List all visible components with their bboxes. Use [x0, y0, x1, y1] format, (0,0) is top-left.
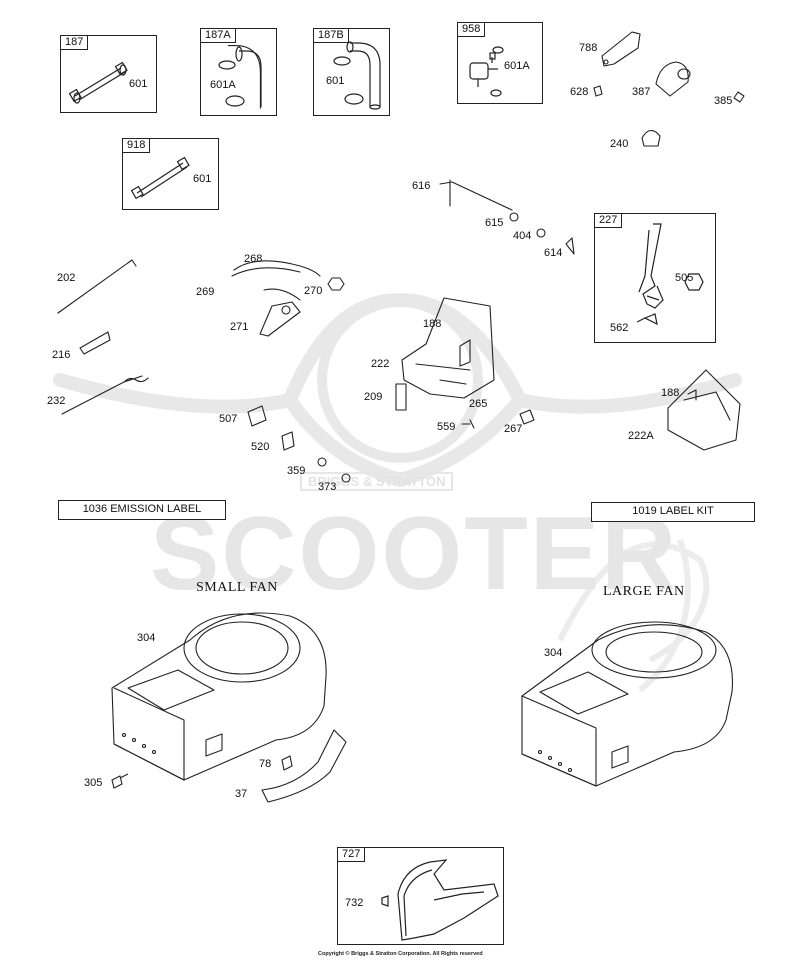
shaft-616-shape: [439, 179, 513, 211]
part-number-label: 562: [610, 322, 629, 334]
part-number-label: 305: [84, 777, 103, 789]
watermark-brand-text: SCOOTER: [150, 496, 679, 612]
part-number-label: 520: [251, 441, 270, 453]
part-number-label: 601: [193, 173, 212, 185]
part-number-label: 616: [412, 180, 431, 192]
part-number-label: 271: [230, 321, 249, 333]
copyright-notice: Copyright © Briggs & Stratton Corporatio…: [318, 951, 483, 957]
hose-clamp-drawing: [68, 61, 128, 104]
part-number-label: 601A: [210, 79, 236, 91]
kit-box-727: 727 732: [337, 847, 504, 945]
kit-box-958: 958 601A: [457, 22, 543, 104]
air-guide-37-shape: [261, 729, 347, 803]
hose-clamp-drawing: [130, 156, 190, 200]
kit-box-tag: 187B: [313, 28, 349, 43]
bracket-222a-shape: [667, 369, 741, 451]
part-number-label: 732: [345, 897, 364, 909]
part-number-label: 216: [52, 349, 71, 361]
small-fan-housing-shape: [111, 612, 327, 781]
part-number-label: 37: [235, 788, 248, 800]
large-fan-heading: LARGE FAN: [603, 584, 685, 599]
large-fan-housing-shape: [521, 624, 734, 787]
part-number-label: 209: [364, 391, 383, 403]
part-number-label: 202: [57, 272, 76, 284]
part-number-label: 404: [513, 230, 532, 242]
screw-628-shape: [593, 85, 603, 97]
kit-box-tag: 187A: [200, 28, 236, 43]
kit-box-tag: 958: [457, 22, 486, 37]
part-240-shape: [641, 129, 661, 147]
part-number-label: 628: [570, 86, 589, 98]
part-number-label: 559: [437, 421, 456, 433]
kit-box-187b: 187B 601: [313, 28, 390, 116]
cable-268-shape: [231, 260, 321, 277]
kit-box-918: 918 601: [122, 138, 219, 210]
elbow-hose-drawing: [333, 41, 381, 110]
air-guide-drawing: [381, 859, 499, 941]
part-number-label: 615: [485, 217, 504, 229]
fuel-valve-drawing: [469, 46, 504, 97]
part-number-label: 232: [47, 395, 66, 407]
lever-271-shape: [259, 301, 301, 337]
kit-box-227: 227 505 562: [594, 213, 716, 343]
kit-box-tag: 187: [60, 35, 89, 50]
part-number-label: 265: [469, 398, 488, 410]
part-number-label: 507: [219, 413, 238, 425]
clip-507-shape: [247, 405, 267, 427]
kit-box-187: 187 601: [60, 35, 157, 113]
part-number-label: 788: [579, 42, 598, 54]
part-number-label: 385: [714, 95, 733, 107]
part-number-label: 601: [326, 75, 345, 87]
part-number-label: 269: [196, 286, 215, 298]
spring-232-shape: [61, 375, 149, 415]
part-number-label: 188: [423, 318, 442, 330]
part-number-label: 304: [137, 632, 156, 644]
bracket-788-shape: [601, 31, 641, 67]
part-number-label: 601A: [504, 60, 530, 72]
kit-box-tag: 227: [594, 213, 623, 228]
part-number-label: 222: [371, 358, 390, 370]
elbow-hose-drawing: [218, 45, 262, 109]
lever-bracket-drawing: [636, 223, 704, 326]
part-number-label: 601: [129, 78, 148, 90]
part-number-label: 267: [504, 423, 523, 435]
control-bracket-222-shape: [401, 297, 495, 399]
small-fan-heading: SMALL FAN: [196, 580, 278, 595]
link-rod-202-shape: [57, 259, 137, 314]
part-number-label: 188: [661, 387, 680, 399]
part-number-label: 359: [287, 465, 306, 477]
part-number-label: 268: [244, 253, 263, 265]
part-number-label: 270: [304, 285, 323, 297]
part-number-label: 373: [318, 481, 337, 493]
part-number-label: 78: [259, 758, 272, 770]
clip-216-shape: [79, 331, 111, 355]
primer-387-shape: [655, 61, 689, 97]
part-number-label: 387: [632, 86, 651, 98]
kit-box-tag: 727: [337, 847, 366, 862]
kit-box-187a: 187A 601A: [200, 28, 277, 116]
part-number-label: 240: [610, 138, 629, 150]
emission-label-banner: 1036 EMISSION LABEL: [58, 500, 226, 520]
bracket-520-shape: [281, 431, 295, 451]
part-number-label: 304: [544, 647, 563, 659]
kit-box-tag: 918: [122, 138, 151, 153]
label-kit-banner: 1019 LABEL KIT: [591, 502, 755, 522]
part-number-label: 222A: [628, 430, 654, 442]
part-number-label: 614: [544, 247, 563, 259]
screw-385-shape: [733, 91, 745, 103]
